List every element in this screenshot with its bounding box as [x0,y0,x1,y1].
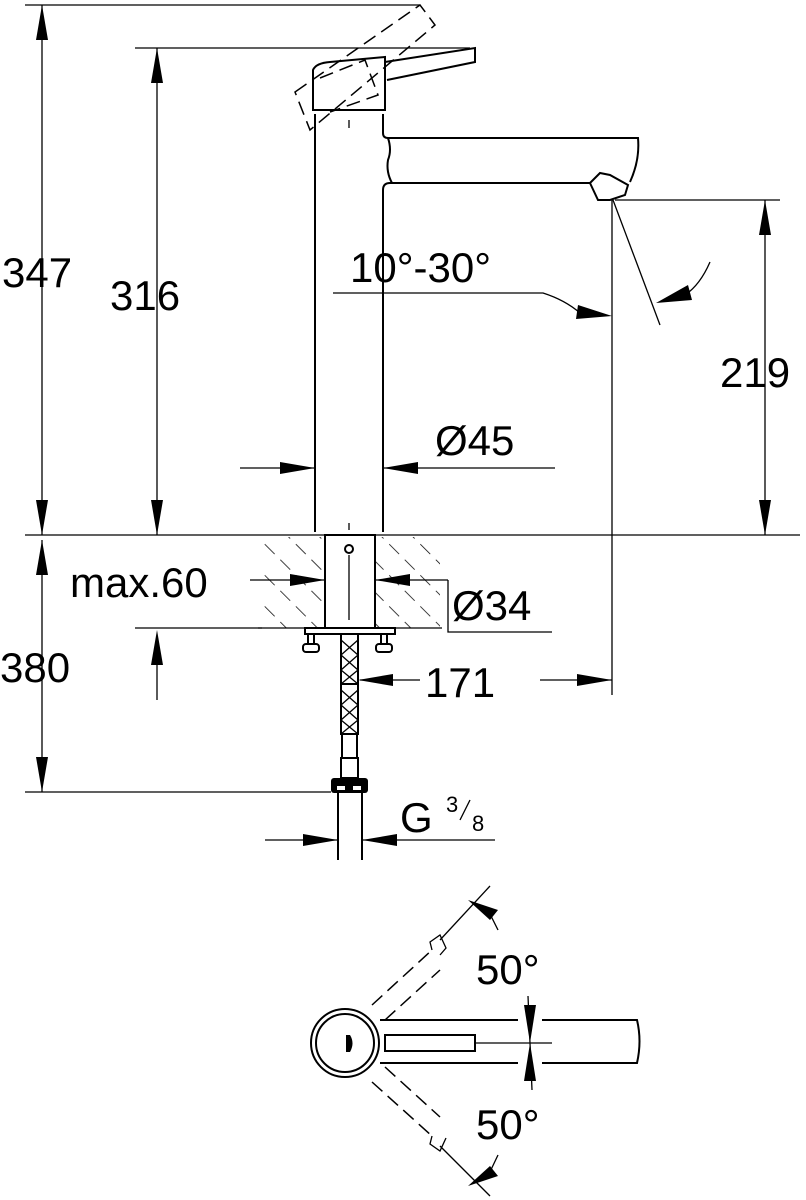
dimension-316: 316 [110,48,180,535]
mounting-deck [258,523,442,629]
dimension-label: G [400,794,433,841]
lever-alternate-position [294,3,437,132]
swivel-positions [371,885,499,1197]
dimension-171: 171 [358,659,612,706]
dimension-label: max.60 [70,559,208,606]
dimension-label: 380 [0,644,70,691]
dimension-label: 50° [476,946,540,993]
fraction-numerator: 3 [446,792,458,817]
dimension-swivel-angle: 50° 50° [476,946,540,1148]
aerator [588,171,630,201]
lever-handle [312,46,476,111]
dimension-label: 316 [110,272,180,319]
dimension-label: 50° [476,1101,540,1148]
spout-top [380,1019,641,1064]
side-view: 347 316 219 [0,3,800,860]
dimension-219: 219 [720,200,790,535]
fraction-denominator: 8 [472,811,484,836]
supply-hose [302,627,396,860]
dimension-label: 10°-30° [350,244,491,291]
dimension-347: 347 [2,5,72,535]
dimension-label: Ø45 [435,417,514,464]
dimension-label: Ø34 [452,582,531,629]
dimension-label: 219 [720,349,790,396]
dimension-380: 380 [0,540,331,793]
top-view: 50° 50° [310,885,641,1197]
faucet-body [314,114,640,532]
dimension-hole-diameter: Ø34 [447,580,552,633]
dimension-jet-angle: 10°-30° [333,199,711,695]
dimension-label: 171 [425,659,495,706]
dimension-label: 347 [2,249,72,296]
dimension-max-thickness: max.60 [70,559,448,606]
dimension-connection-thread: G 3 8 [265,792,495,846]
mounting-shank [324,534,376,629]
dimension-body-diameter: Ø45 [240,417,555,474]
